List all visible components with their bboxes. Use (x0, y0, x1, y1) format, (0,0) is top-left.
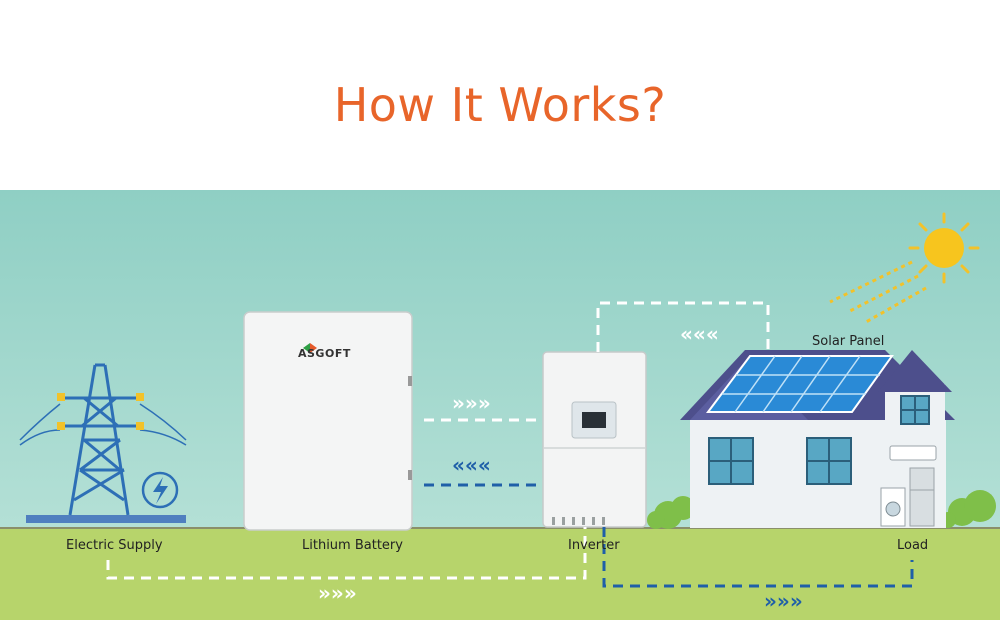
grass-ground (0, 528, 1000, 620)
ac-flow-lines (106, 301, 770, 580)
page-title: How It Works? (333, 78, 667, 132)
label-load: Load (897, 538, 929, 553)
label-solar-panel: Solar Panel (812, 334, 885, 349)
refrigerator-icon (909, 467, 935, 527)
label-electric-supply: Electric Supply (66, 538, 163, 553)
solar-panel-icon (706, 355, 894, 413)
house-icon (680, 350, 955, 528)
battery-brand-label: ASGOFT (298, 347, 351, 360)
label-lithium-battery: Lithium Battery (302, 538, 403, 553)
flow-arrow-grid-bottom: »»» (318, 581, 357, 605)
sun-icon (829, 212, 980, 324)
flow-arrow-inverter-to-battery: ««« (452, 453, 491, 477)
lithium-battery-unit (243, 311, 413, 531)
air-conditioner-icon (889, 445, 937, 461)
label-inverter: Inverter (568, 538, 620, 553)
power-tower-icon (19, 363, 187, 523)
flow-arrow-battery-to-inverter: »»» (452, 391, 491, 415)
dc-flow-lines (424, 483, 914, 588)
flow-arrow-house-to-inverter: ««« (680, 322, 719, 346)
flow-arrow-load-bottom: »»» (764, 589, 803, 613)
battery-logo-icon (303, 343, 317, 353)
inverter-unit (542, 351, 647, 528)
washing-machine-icon (880, 487, 906, 527)
